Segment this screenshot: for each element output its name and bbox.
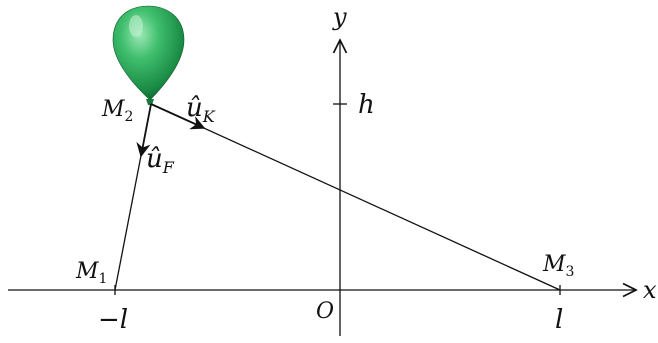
balloon-icon xyxy=(112,5,185,105)
neg-l-label: −l xyxy=(98,305,128,335)
x-axis-label: x xyxy=(643,276,657,304)
y-axis-label: y xyxy=(332,3,347,31)
unit-vector-k-label: ûK xyxy=(186,93,216,126)
unit-vector-k-arrow xyxy=(150,103,206,130)
string-m2-m3 xyxy=(150,103,561,291)
unit-vector-f-label: ûF xyxy=(146,144,175,177)
point-m2-label: M2 xyxy=(101,97,133,125)
unit-vector-f-arrow xyxy=(136,103,152,158)
height-label: h xyxy=(358,90,375,120)
point-m1-label: M1 xyxy=(75,259,107,287)
pos-l-label: l xyxy=(555,305,563,335)
point-m3-label: M3 xyxy=(542,252,574,280)
origin-label: O xyxy=(316,299,334,324)
